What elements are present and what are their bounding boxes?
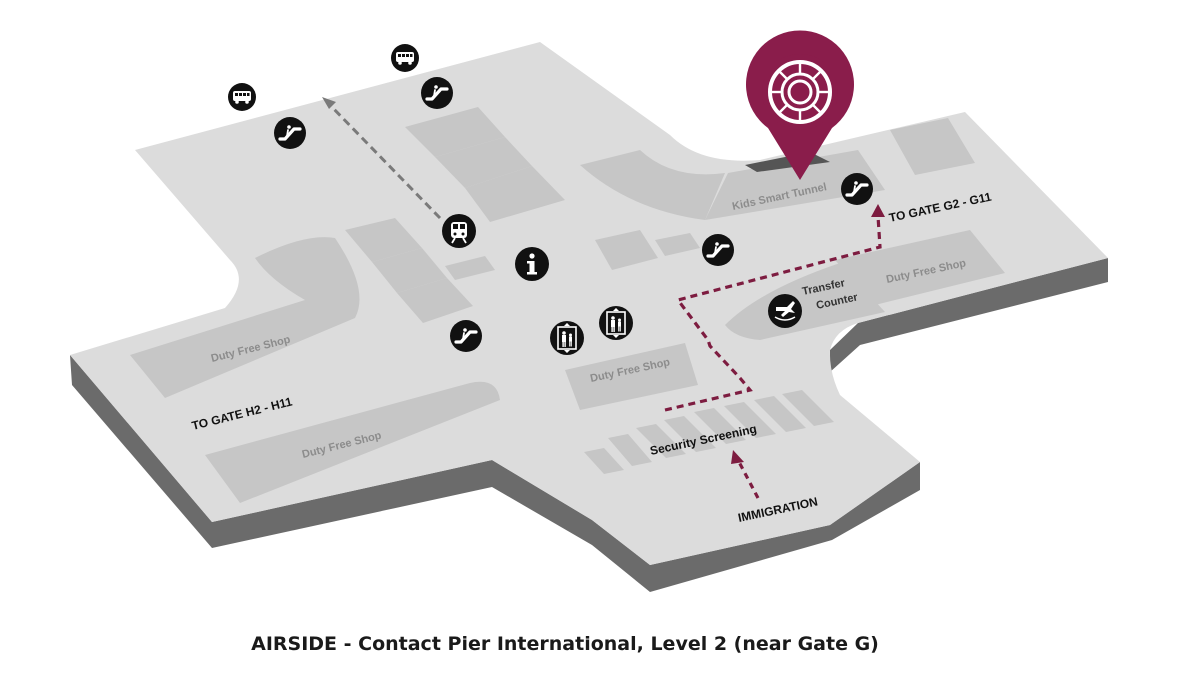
shop-curve-top	[580, 150, 725, 220]
shop-top-a	[405, 107, 505, 157]
escalator-icon	[448, 318, 484, 354]
lift-icon	[598, 305, 634, 341]
shop-top-b	[435, 137, 532, 188]
walking-route-arrowhead	[871, 204, 885, 217]
shop-top-right	[890, 118, 975, 175]
icons	[228, 44, 875, 356]
duty-free-left-area	[130, 237, 360, 398]
location-pin-icon	[746, 30, 854, 181]
immigration-arrowhead	[731, 450, 744, 464]
immigration-route	[736, 459, 760, 499]
kids-smart-tunnel-area	[705, 150, 885, 220]
escalator-icon	[839, 171, 875, 207]
floor-plan	[70, 42, 1108, 592]
shop-stack-c	[397, 278, 473, 323]
train-icon	[441, 213, 477, 249]
shop-stack-b	[372, 248, 447, 293]
routes	[322, 97, 885, 499]
shop-blocks	[130, 107, 1005, 503]
map-caption: AIRSIDE - Contact Pier International, Le…	[251, 633, 879, 655]
shop-small-a	[445, 256, 495, 280]
transfer-counter-icon	[768, 294, 802, 328]
duty-free-bottom-left-area	[205, 381, 500, 503]
shop-stack-a	[345, 218, 422, 262]
floor-side-edge	[70, 258, 1108, 592]
shop-mid-a	[595, 230, 658, 270]
lift-icon	[549, 320, 585, 356]
train-route-arrowhead	[322, 97, 336, 109]
walking-route-to-pin	[664, 215, 882, 412]
escalator-icon	[419, 75, 455, 111]
train-route-dashed	[326, 101, 442, 220]
duty-free-right-area	[835, 230, 1005, 305]
escalator-icon	[700, 232, 736, 268]
bus-icon	[391, 44, 419, 72]
shop-mid-b	[655, 233, 700, 256]
escalator-icon	[272, 115, 308, 151]
transfer-counter-area	[725, 263, 885, 340]
security-lanes	[584, 390, 834, 474]
bus-icon	[228, 83, 256, 111]
info-icon	[515, 247, 549, 281]
shop-top-c	[465, 166, 565, 222]
duty-free-center-area	[565, 343, 698, 410]
